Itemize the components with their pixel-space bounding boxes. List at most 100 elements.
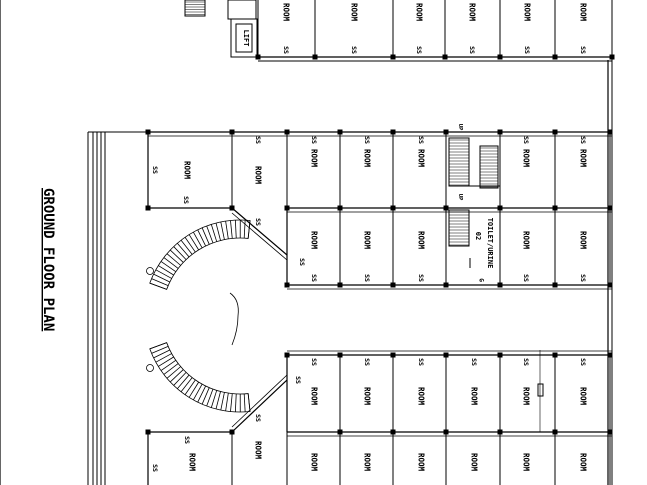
stairs bbox=[146, 219, 251, 413]
shop-tag: SS bbox=[282, 46, 290, 54]
room-label: ROOM bbox=[579, 149, 588, 168]
column bbox=[497, 282, 503, 288]
column bbox=[284, 352, 290, 358]
curved-stair-tread bbox=[220, 392, 225, 411]
shop-tag: SS bbox=[182, 196, 190, 204]
column bbox=[443, 429, 449, 435]
column bbox=[145, 129, 151, 135]
curved-stair-tread bbox=[153, 273, 170, 283]
curved-stair-tread bbox=[180, 377, 193, 393]
lower-diagonal bbox=[231, 379, 288, 433]
shop-tag: SS bbox=[254, 218, 262, 226]
curved-stair-tread bbox=[201, 387, 210, 405]
column bbox=[337, 129, 343, 135]
room-label: ROOM bbox=[254, 166, 263, 185]
curved-stair-lower bbox=[149, 342, 251, 413]
shop-tag: SS bbox=[363, 136, 371, 144]
curved-stair-tread bbox=[206, 225, 214, 243]
shop-tag: SS bbox=[151, 464, 159, 472]
curved-stair-tread bbox=[169, 369, 184, 383]
curved-stair-tread bbox=[177, 243, 190, 258]
curved-stair-tread bbox=[166, 366, 181, 379]
shop-tag: SS bbox=[522, 358, 530, 366]
room-label: ROOM bbox=[579, 453, 588, 472]
column bbox=[229, 129, 235, 135]
diagonal-wall bbox=[231, 207, 288, 256]
column bbox=[312, 54, 318, 60]
curved-stair-tread bbox=[201, 227, 210, 245]
lower-diagonal-inner bbox=[231, 374, 288, 428]
curved-stair-tread bbox=[197, 229, 206, 247]
shop-tag: SS bbox=[254, 136, 262, 144]
curved-stair-tread bbox=[243, 393, 246, 412]
column bbox=[607, 205, 613, 211]
up-tag: UP bbox=[457, 194, 463, 201]
column bbox=[552, 429, 558, 435]
curved-stair-tread bbox=[166, 253, 181, 266]
curved-stair-tread bbox=[155, 353, 172, 363]
curved-stair-tread bbox=[149, 342, 167, 350]
curved-stair-tread bbox=[158, 356, 174, 367]
curved-stair-tread bbox=[155, 269, 172, 279]
column bbox=[497, 54, 503, 60]
room-label: ROOM bbox=[417, 387, 426, 406]
room-label: ROOM bbox=[310, 149, 319, 168]
room-label: ROOM bbox=[363, 231, 372, 250]
shop-tag: SS bbox=[310, 358, 318, 366]
column bbox=[497, 129, 503, 135]
curved-stair-tread bbox=[230, 393, 233, 412]
room-label: ROOM bbox=[350, 3, 359, 22]
curved-stair-tread bbox=[210, 390, 218, 408]
curved-stair-tread bbox=[234, 220, 237, 239]
curved-stair-tread bbox=[184, 237, 196, 253]
shop-tag: SS bbox=[579, 46, 587, 54]
room-label: ROOM bbox=[254, 441, 263, 460]
room-label: ROOM bbox=[522, 453, 531, 472]
shop-tag: SS bbox=[310, 136, 318, 144]
curved-stair-tread bbox=[243, 220, 246, 239]
column bbox=[284, 205, 290, 211]
column bbox=[390, 129, 396, 135]
curved-stair-tread bbox=[225, 393, 229, 411]
shop-tag: SS bbox=[310, 274, 318, 282]
room-label: ROOM bbox=[363, 453, 372, 472]
room-label: ROOM bbox=[282, 3, 291, 22]
room-label: ROOM bbox=[188, 453, 197, 472]
shop-tag: SS bbox=[350, 46, 358, 54]
small-tag: G bbox=[478, 278, 485, 282]
curved-stair-tread bbox=[206, 389, 214, 407]
room-label: ROOM bbox=[470, 387, 479, 406]
shop-tag: SS bbox=[470, 358, 478, 366]
curved-stair-tread bbox=[197, 385, 206, 403]
column bbox=[552, 129, 558, 135]
column bbox=[607, 352, 613, 358]
curved-stair-tread bbox=[153, 349, 170, 359]
column bbox=[337, 352, 343, 358]
room-label: ROOM bbox=[522, 387, 531, 406]
room-label: ROOM bbox=[522, 149, 531, 168]
columns bbox=[145, 54, 615, 435]
stair-landing-curve bbox=[229, 292, 239, 346]
curved-stair-tread bbox=[234, 393, 237, 412]
column bbox=[442, 54, 448, 60]
column bbox=[609, 54, 615, 60]
shop-tag: SS bbox=[294, 376, 302, 384]
curved-stair-tread bbox=[247, 393, 251, 412]
column bbox=[229, 205, 235, 211]
room-label: ROOM bbox=[183, 161, 192, 180]
room-label: ROOM bbox=[579, 3, 588, 22]
room-label: ROOM bbox=[417, 149, 426, 168]
column bbox=[552, 205, 558, 211]
curved-stair-tread bbox=[160, 261, 177, 273]
column bbox=[497, 205, 503, 211]
column bbox=[443, 352, 449, 358]
curved-stair-tread bbox=[230, 220, 233, 239]
column bbox=[607, 282, 613, 288]
walls bbox=[0, 0, 613, 485]
curved-stair-tread bbox=[173, 246, 187, 260]
column bbox=[443, 282, 449, 288]
room-label: ROOM bbox=[363, 149, 372, 168]
room-label: ROOM bbox=[579, 231, 588, 250]
curved-stair-tread bbox=[151, 278, 169, 286]
